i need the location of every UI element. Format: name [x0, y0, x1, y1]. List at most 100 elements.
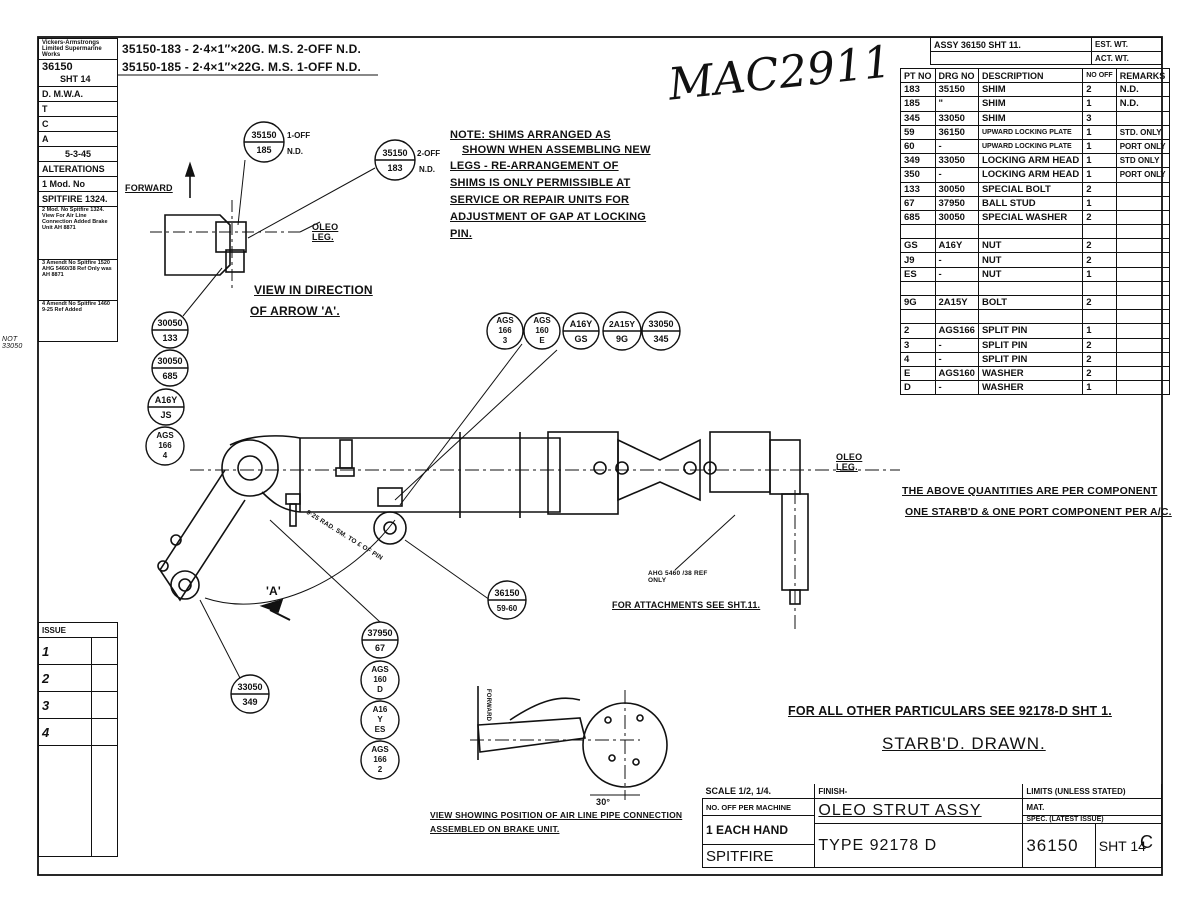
callout-text: 30050	[157, 356, 182, 366]
no-off-label: NO. OFF PER MACHINE	[701, 798, 816, 816]
callout-c6: AGS 166 4	[145, 426, 185, 466]
shim-note-line: SERVICE OR REPAIR UNITS FOR	[450, 194, 630, 206]
parts-cell	[1115, 224, 1170, 240]
callout-text: 33050	[648, 319, 673, 329]
callout-c9: A16Y GS	[562, 312, 600, 350]
table-row	[900, 280, 1170, 297]
parts-cell: SPECIAL BOLT	[977, 181, 1084, 197]
forward-label: FORWARD	[125, 183, 173, 193]
parts-cell: 1	[1082, 167, 1117, 183]
quantities-note-2: ONE STARB'D & ONE PORT COMPONENT PER A/C…	[905, 506, 1172, 518]
callout-text: A16Y	[155, 395, 178, 405]
scale: SCALE 1/2, 1/4.	[702, 784, 816, 799]
view-arrow-1: VIEW IN DIRECTION	[254, 283, 373, 297]
oleo-leg-label-right: OLEO LEG.	[836, 452, 863, 472]
callout-c3: 30050 133	[151, 311, 189, 349]
angle-label: 30°	[596, 797, 611, 807]
parts-cell: 2	[1082, 181, 1117, 197]
aircraft: SPITFIRE	[701, 844, 816, 868]
parts-cell	[1115, 209, 1170, 226]
callout-c7: AGS 166 3	[486, 312, 524, 350]
arrow-a-label: 'A'	[266, 584, 281, 598]
callout-text: D	[377, 685, 383, 694]
act-wt: ACT. WT.	[1091, 51, 1162, 65]
callout-text: 33050	[237, 682, 262, 692]
upper-detail-view	[150, 161, 321, 290]
callout-text: A16	[373, 705, 388, 714]
callout-c8: AGS 160 E	[523, 312, 561, 350]
parts-cell	[1115, 380, 1170, 396]
title: OLEO STRUT ASSY	[814, 798, 1024, 824]
callout-text: 185	[256, 145, 271, 155]
issue-letter: C	[1140, 832, 1154, 852]
shim-note: NOTE: SHIMS ARRANGED AS SHOWN WHEN ASSEM…	[450, 128, 651, 243]
parts-cell: -	[934, 138, 979, 155]
callout-text: 59-60	[497, 604, 518, 613]
shim-note-line: ADJUSTMENT OF GAP AT LOCKING	[450, 211, 647, 223]
shim-note-line: PIN.	[450, 228, 473, 240]
callout-text: 1-OFF	[287, 131, 310, 140]
sheet-no: SHT 14	[1094, 823, 1163, 868]
issue-column: ISSUE 1 2 3 4	[38, 622, 119, 857]
shim-note-line: LEGS - RE-ARRANGEMENT OF	[450, 160, 619, 172]
parts-cell: 1	[1082, 380, 1117, 396]
parts-cell	[1115, 195, 1170, 211]
margin-note: NOT 33050	[2, 336, 23, 350]
parts-cell: GS	[900, 238, 936, 254]
parts-cell: 1	[1082, 138, 1117, 155]
parts-cell: UPWARD LOCKING PLATE	[977, 124, 1084, 140]
parts-cell: 30050	[934, 181, 979, 197]
callout-text: 133	[162, 333, 177, 343]
drawn-note: STARB'D. DRAWN.	[882, 734, 1046, 753]
callout-text: 166	[158, 441, 172, 450]
callout-text: 35150	[251, 130, 276, 140]
callout-c2: 35150 183 2-OFF N.D.	[374, 139, 440, 181]
title-block: SCALE 1/2, 1/4. FINISH- LIMITS (UNLESS S…	[701, 784, 1163, 868]
callout-text: 685	[162, 371, 177, 381]
assy-header: ASSY 36150 SHT 11. EST. WT. ACT. WT.	[929, 37, 1162, 65]
callout-c16: AGS 166 2	[360, 740, 400, 780]
callout-text: 37950	[367, 628, 392, 638]
parts-cell	[1082, 224, 1117, 240]
callout-text: 349	[242, 697, 257, 707]
parts-cell: 1	[1082, 96, 1117, 112]
callout-text: 2A15Y	[609, 319, 635, 329]
callout-c12: 36150 59-60	[487, 580, 527, 620]
strip-sheet: SHT 14	[60, 74, 91, 84]
callout-text: E	[539, 336, 545, 345]
parts-cell: STD. ONLY	[1115, 124, 1170, 140]
parts-cell: -	[934, 380, 979, 396]
callout-text: 160	[373, 675, 387, 684]
callout-text: 2-OFF	[417, 149, 440, 158]
oleo-strut-main	[157, 431, 900, 630]
callout-text: 9G	[616, 334, 628, 344]
particulars-note: FOR ALL OTHER PARTICULARS SEE 92178-D SH…	[788, 704, 1112, 718]
parts-cell: 36150	[934, 124, 979, 140]
callout-c10: 2A15Y 9G	[602, 311, 642, 351]
air-line-note-2: ASSEMBLED ON BRAKE UNIT.	[430, 824, 560, 834]
callout-text: AGS	[156, 431, 174, 440]
callout-text: ES	[375, 725, 386, 734]
parts-cell: 1	[1082, 153, 1117, 169]
ahg-ref-note: AHG 5460 /38 REF ONLY	[648, 570, 708, 584]
parts-cell: A16Y	[934, 238, 979, 254]
parts-cell	[1115, 238, 1170, 254]
callout-text: AGS	[371, 745, 389, 754]
parts-cell: 1	[1082, 124, 1117, 140]
parts-cell	[934, 224, 979, 240]
callout-text: 3	[503, 336, 508, 345]
callout-c11: 33050 345	[641, 311, 681, 351]
